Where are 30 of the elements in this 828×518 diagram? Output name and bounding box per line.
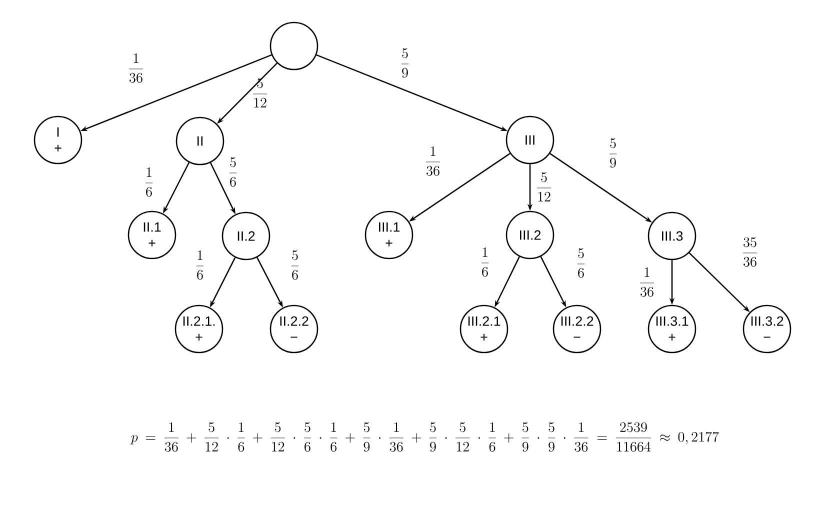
edge-label: $\frac{35}{36}$	[742, 237, 758, 267]
edge-label: $\frac{5}{9}$	[402, 48, 409, 78]
edge-label: $\frac{1}{36}$	[426, 146, 440, 176]
edge-label: $\frac{5}{6}$	[578, 248, 585, 278]
edge-label: $\frac{5}{6}$	[230, 157, 237, 187]
edge-label: $\frac{5}{12}$	[536, 172, 552, 202]
tree-node: III.3.1 +	[648, 304, 696, 354]
probability-formula: $p=\frac{1}{36}+\frac{5}{12}\cdot\frac{1}{6}+\frac{5}{12}\cdot\frac{5}{6}\cdot\frac{1}{6}+\frac{5}{9}\cdot\frac{1}{36}+\frac{5}{9}\cdot\frac{5}{12}\cdot\frac{1}{6}+\frac{5}{9}\cdot\frac{5}{9}\cdot\frac{1}{36}=\frac{2539}{11664}\approx 0,2177$	[130, 422, 719, 452]
tree-node: III.3	[648, 212, 696, 260]
tree-node: III.1 +	[364, 210, 414, 260]
tree-node: I +	[34, 116, 82, 164]
edge-label: $\frac{1}{36}$	[128, 53, 144, 83]
tree-node: II.2.1. +	[174, 304, 224, 354]
edge-label: $\frac{1}{36}$	[640, 267, 654, 297]
edge-label: $\frac{5}{12}$	[252, 78, 268, 108]
tree-node: II	[176, 116, 224, 166]
empty-circle	[270, 22, 318, 70]
tree-node: II.1 +	[128, 210, 176, 260]
tree-node: II.2.2 −	[270, 304, 318, 354]
tree-node: III	[506, 116, 554, 164]
tree-node: III.3.2 −	[742, 304, 792, 354]
tree-node: II.2	[222, 212, 270, 260]
edge-label: $\frac{1}{6}$	[146, 167, 153, 197]
tree-node: III.2.1 +	[460, 304, 508, 354]
edge-label: $\frac{5}{6}$	[292, 250, 299, 280]
tree-node: III.2	[506, 210, 554, 260]
edge-label: $\frac{1}{6}$	[482, 247, 489, 277]
edge-label: $\frac{5}{9}$	[610, 138, 617, 168]
tree-node: III.2.2 −	[552, 304, 602, 354]
edge-label: $\frac{1}{6}$	[196, 250, 204, 280]
